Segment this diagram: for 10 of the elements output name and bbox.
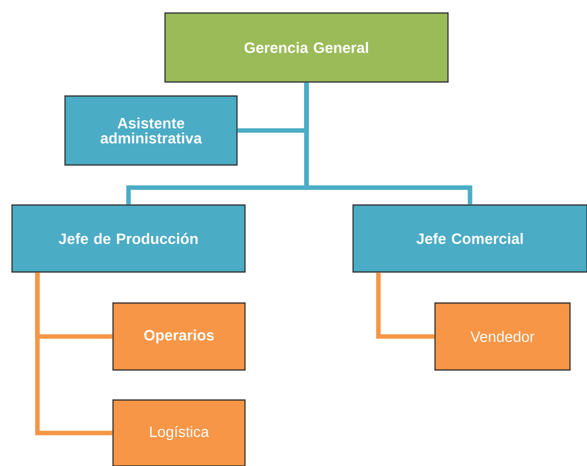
org-box: Asistente administrativa (64, 95, 238, 166)
connector-line (35, 272, 112, 436)
org-box: Vendedor (434, 302, 571, 371)
connector-line (304, 82, 472, 204)
org-box: Operarios (112, 302, 246, 371)
org-box: Gerencia General (164, 12, 449, 83)
org-box: Jefe Comercial (352, 204, 587, 273)
org-box: Jefe de Producción (11, 204, 246, 273)
connector-line (376, 272, 434, 339)
org-box: Logística (112, 399, 246, 466)
